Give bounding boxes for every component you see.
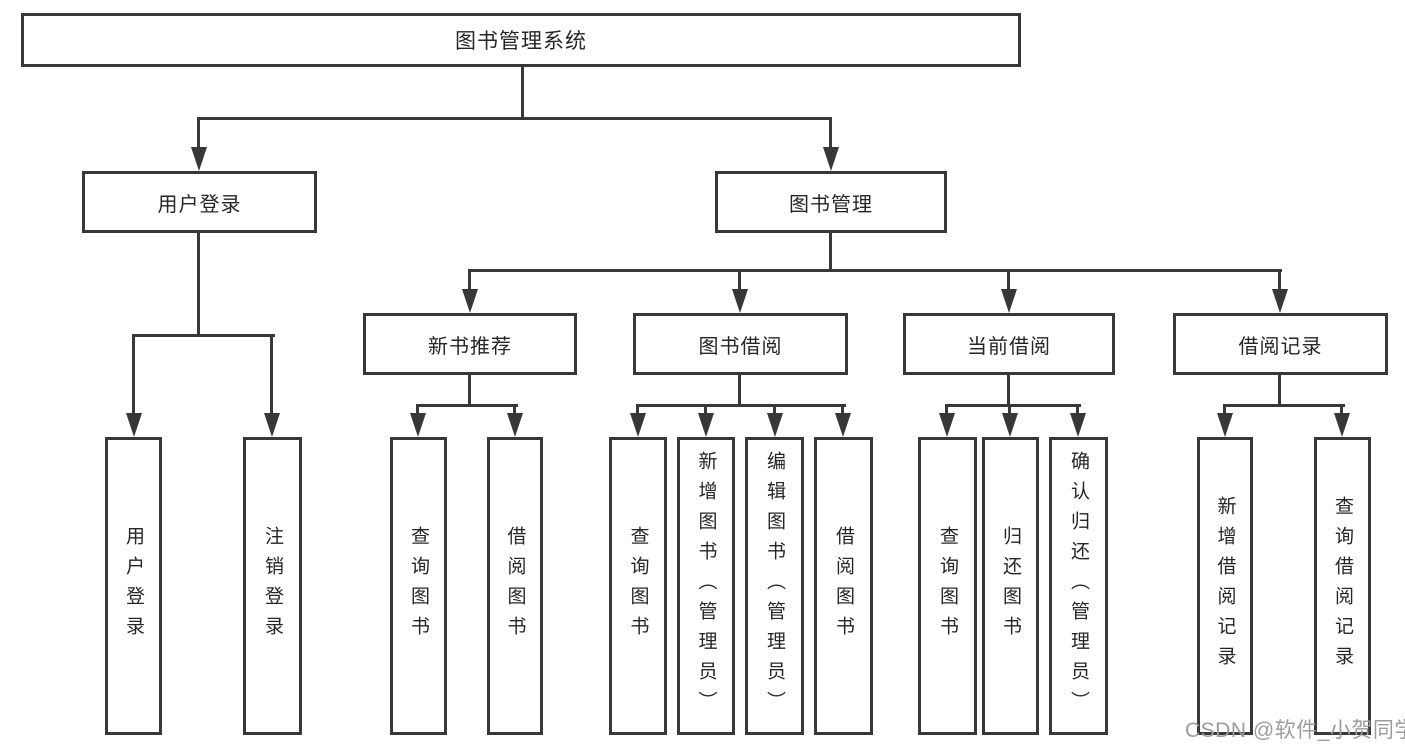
connector-drop-bb-query — [636, 405, 639, 415]
arrowhead-book-borrow — [732, 289, 748, 313]
leaf-query-books-borrow: 查询图书 — [609, 437, 667, 735]
connector-drop-book-management — [829, 118, 832, 148]
leaf-logout: 注销登录 — [243, 437, 302, 735]
node-new-book-recommend-label: 新书推荐 — [428, 335, 512, 358]
connector-drop-leaf-logout — [270, 335, 273, 415]
leaf-borrow-books-label: 借阅图书 — [833, 526, 854, 646]
connector-new-book-bar — [416, 404, 518, 407]
connector-drop-bb-edit — [773, 405, 776, 415]
arrowhead-bb-add — [698, 413, 714, 437]
node-book-management-label: 图书管理 — [789, 193, 873, 216]
leaf-query-books-recommend: 查询图书 — [390, 437, 447, 735]
connector-user-login-stem — [197, 233, 200, 335]
csdn-watermark: CSDN @软件_小贺同学 — [1185, 719, 1405, 742]
arrowhead-leaf-login — [126, 413, 142, 437]
leaf-return-books-label: 归还图书 — [1000, 526, 1021, 646]
leaf-confirm-return-admin-label: 确认归还（管理员） — [1068, 451, 1089, 721]
arrowhead-bb-edit — [767, 413, 783, 437]
connector-current-borrow-bar — [945, 404, 1081, 407]
node-new-book-recommend: 新书推荐 — [363, 313, 577, 375]
connector-book-borrow-bar — [636, 404, 846, 407]
arrowhead-leaf-logout — [264, 413, 280, 437]
connector-drop-nb-borrow — [513, 405, 516, 415]
leaf-query-borrow-record: 查询借阅记录 — [1314, 437, 1371, 735]
connector-root-stem — [521, 67, 524, 119]
arrowhead-borrow-records — [1272, 289, 1288, 313]
connector-borrow-records-bar — [1223, 404, 1345, 407]
leaf-query-borrow-record-label: 查询借阅记录 — [1332, 496, 1353, 676]
connector-current-borrow-stem — [1007, 375, 1010, 405]
connector-drop-book-borrow — [738, 270, 741, 290]
arrowhead-br-add — [1217, 413, 1233, 437]
leaf-query-books-recommend-label: 查询图书 — [408, 526, 429, 646]
arrowhead-bb-query — [630, 413, 646, 437]
arrowhead-bb-borrow — [835, 413, 851, 437]
leaf-edit-book-admin-label: 编辑图书（管理员） — [764, 451, 785, 721]
leaf-return-books: 归还图书 — [982, 437, 1039, 735]
leaf-borrow-books-recommend: 借阅图书 — [487, 437, 543, 735]
connector-drop-bb-borrow — [841, 405, 844, 415]
connector-drop-new-book — [468, 270, 471, 290]
leaf-confirm-return-admin: 确认归还（管理员） — [1049, 437, 1108, 735]
node-borrow-records-label: 借阅记录 — [1238, 335, 1323, 358]
connector-level2-bar — [197, 117, 832, 120]
node-current-borrow-label: 当前借阅 — [967, 335, 1051, 358]
connector-drop-bb-add — [704, 405, 707, 415]
arrowhead-book-management — [823, 147, 839, 171]
connector-drop-leaf-login — [132, 335, 135, 415]
node-book-borrow: 图书借阅 — [633, 313, 848, 375]
leaf-add-borrow-record: 新增借阅记录 — [1197, 437, 1253, 735]
node-book-borrow-label: 图书借阅 — [698, 335, 783, 358]
connector-drop-cb-query — [945, 405, 948, 415]
connector-drop-user-login — [197, 118, 200, 148]
connector-drop-br-query — [1340, 405, 1343, 415]
leaf-query-books-current-label: 查询图书 — [937, 526, 958, 646]
connector-book-borrow-stem — [738, 375, 741, 405]
arrowhead-nb-borrow — [507, 413, 523, 437]
arrowhead-br-query — [1334, 413, 1350, 437]
arrowhead-cb-return — [1002, 413, 1018, 437]
node-book-management: 图书管理 — [715, 171, 947, 233]
connector-drop-nb-query — [416, 405, 419, 415]
connector-drop-cb-return — [1008, 405, 1011, 415]
arrowhead-current-borrow — [1001, 289, 1017, 313]
leaf-user-login: 用户登录 — [105, 437, 162, 735]
connector-user-login-bar — [132, 334, 275, 337]
connector-drop-current-borrow — [1007, 270, 1010, 290]
connector-drop-cb-confirm — [1076, 405, 1079, 415]
node-current-borrow: 当前借阅 — [903, 313, 1115, 375]
leaf-query-books-current: 查询图书 — [918, 437, 977, 735]
node-borrow-records: 借阅记录 — [1173, 313, 1388, 375]
leaf-borrow-books-recommend-label: 借阅图书 — [504, 526, 526, 646]
leaf-query-books-borrow-label: 查询图书 — [627, 526, 649, 646]
node-root: 图书管理系统 — [21, 13, 1021, 67]
leaf-logout-label: 注销登录 — [262, 526, 283, 646]
node-user-login-label: 用户登录 — [157, 193, 242, 216]
arrowhead-user-login — [191, 147, 207, 171]
connector-level3-bar — [468, 269, 1282, 272]
leaf-add-book-admin: 新增图书（管理员） — [677, 437, 735, 735]
arrowhead-cb-confirm — [1070, 413, 1086, 437]
arrowhead-cb-query — [939, 413, 955, 437]
leaf-borrow-books: 借阅图书 — [814, 437, 873, 735]
leaf-add-borrow-record-label: 新增借阅记录 — [1214, 496, 1236, 676]
connector-drop-borrow-records — [1278, 270, 1281, 290]
leaf-edit-book-admin: 编辑图书（管理员） — [745, 437, 804, 735]
arrowhead-nb-query — [410, 413, 426, 437]
leaf-add-book-admin-label: 新增图书（管理员） — [695, 451, 717, 721]
node-user-login: 用户登录 — [82, 171, 317, 233]
node-root-label: 图书管理系统 — [455, 30, 587, 53]
connector-book-management-stem — [829, 233, 832, 271]
connector-new-book-stem — [468, 375, 471, 405]
leaf-user-login-label: 用户登录 — [123, 526, 144, 646]
connector-drop-br-add — [1223, 405, 1226, 415]
connector-borrow-records-stem — [1278, 375, 1281, 405]
arrowhead-new-book — [462, 289, 478, 313]
